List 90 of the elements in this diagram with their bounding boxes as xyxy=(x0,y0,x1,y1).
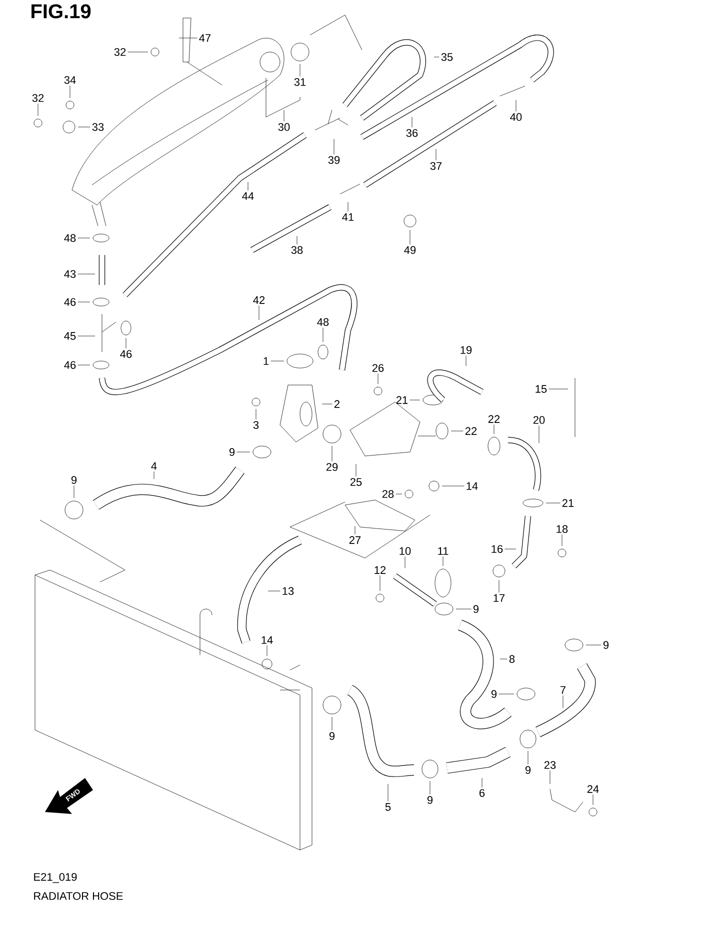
leader-line xyxy=(498,580,500,593)
callout-number: 11 xyxy=(438,547,448,555)
callout-number: 41 xyxy=(342,213,354,221)
leader-line xyxy=(322,327,324,342)
callout-number: 9 xyxy=(473,605,479,613)
callout-number: 27 xyxy=(349,536,361,544)
leader-line xyxy=(78,126,90,128)
callout-number: 7 xyxy=(560,686,566,694)
callout-number: 25 xyxy=(350,478,362,486)
leader-line xyxy=(266,645,268,656)
callout-number: 10 xyxy=(400,547,411,555)
callout-number: 12 xyxy=(374,566,386,574)
callout-number: 6 xyxy=(480,789,485,797)
callout-number: 13 xyxy=(282,587,294,595)
leader-line xyxy=(592,794,594,806)
callout-number: 22 xyxy=(465,427,477,435)
caption: RADIATOR HOSE xyxy=(34,892,123,900)
callout-number: 33 xyxy=(92,123,104,131)
callout-number: 42 xyxy=(253,296,265,304)
callout-number: 22 xyxy=(488,415,500,423)
leader-line xyxy=(434,56,440,58)
callout-number: 4 xyxy=(151,462,157,470)
callout-number: 32 xyxy=(32,94,44,102)
leader-line xyxy=(270,360,284,362)
callout-number: 21 xyxy=(562,499,574,507)
callout-number: 45 xyxy=(64,332,76,340)
callout-number: 46 xyxy=(64,361,76,369)
leader-line xyxy=(450,430,464,432)
leader-line xyxy=(268,590,280,592)
callout-number: 9 xyxy=(603,641,609,649)
callout-number: 9 xyxy=(229,448,235,456)
callout-number: 2 xyxy=(334,400,340,408)
leader-line xyxy=(354,526,356,535)
leader-line xyxy=(586,644,602,646)
callout-number: 9 xyxy=(427,796,433,804)
leader-line xyxy=(78,364,90,366)
callout-number: 9 xyxy=(329,732,335,740)
callout-number: 29 xyxy=(326,463,338,471)
callout-number: 46 xyxy=(120,350,132,358)
drawing-code: E21_019 xyxy=(34,873,77,883)
callout-number: 35 xyxy=(441,53,453,61)
callout-number: 31 xyxy=(294,78,306,86)
callout-number: 26 xyxy=(372,364,384,372)
callout-number: 48 xyxy=(317,318,329,326)
leader-line xyxy=(296,236,298,245)
leader-line xyxy=(456,608,472,610)
leader-line xyxy=(538,425,540,444)
callout-number: 38 xyxy=(291,246,303,254)
callout-number: 20 xyxy=(533,416,545,424)
callout-number: 48 xyxy=(64,234,76,242)
callout-number: 49 xyxy=(404,246,416,254)
callout-number: 39 xyxy=(328,156,340,164)
leader-line xyxy=(258,305,260,320)
callout-number: 36 xyxy=(406,129,418,137)
callout-number: 43 xyxy=(64,270,76,278)
callout-number: 23 xyxy=(544,761,556,769)
leader-line xyxy=(562,695,564,708)
callout-number: 40 xyxy=(510,113,522,121)
callout-number: 9 xyxy=(491,690,497,698)
callout-number: 21 xyxy=(396,396,408,404)
callout-number: 14 xyxy=(262,636,273,644)
leader-line xyxy=(266,78,300,122)
callout-number: 47 xyxy=(199,34,211,42)
callout-number: 18 xyxy=(556,525,568,533)
callout-number: 5 xyxy=(385,803,391,811)
callout-number: 9 xyxy=(71,476,77,484)
callout-number: 15 xyxy=(536,385,547,393)
leader-line xyxy=(504,548,516,550)
callout-number: 46 xyxy=(64,298,76,306)
callout-number: 8 xyxy=(509,655,515,663)
callout-number: 16 xyxy=(492,545,503,553)
leader-line xyxy=(546,502,560,504)
callout-number: 32 xyxy=(114,48,126,56)
callout-number: 3 xyxy=(253,421,259,429)
callout-number: 17 xyxy=(494,594,505,602)
callout-number: 28 xyxy=(382,490,394,498)
callout-number: 19 xyxy=(460,346,472,354)
leader-line xyxy=(548,388,568,390)
leader-line xyxy=(500,658,508,660)
callout-number: 37 xyxy=(430,162,442,170)
callout-number: 24 xyxy=(587,785,599,793)
callout-number: 9 xyxy=(525,766,531,774)
callout-number: 44 xyxy=(242,192,254,200)
callout-number: 1 xyxy=(264,357,269,365)
leader-line xyxy=(404,556,406,568)
figure-title: FIG.19 xyxy=(32,4,91,18)
callout-number: 34 xyxy=(64,76,76,84)
callout-number: 14 xyxy=(466,482,478,490)
leader-line xyxy=(442,556,444,566)
callout-number: 30 xyxy=(278,123,290,131)
